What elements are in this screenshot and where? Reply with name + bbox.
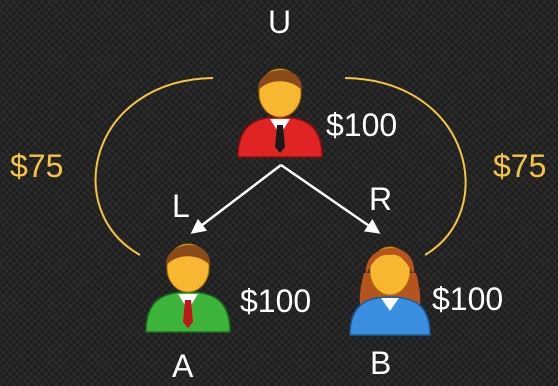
right-arc-amount: $75 — [493, 148, 547, 184]
edge-to-left — [190, 164, 282, 234]
right-node-label: B — [370, 345, 392, 381]
left-edge-label: L — [172, 188, 190, 224]
left-arc-amount: $75 — [10, 148, 64, 184]
left-node-label: A — [172, 348, 194, 384]
top-node-label: U — [268, 4, 292, 40]
right-node-amount: $100 — [432, 281, 504, 317]
edge-to-right — [280, 163, 381, 234]
left-arc — [94, 77, 214, 256]
businessman-red-icon — [237, 68, 323, 158]
right-edge-label: R — [369, 181, 393, 217]
businesswoman-blue-icon — [349, 246, 431, 336]
top-node-amount: $100 — [326, 107, 398, 143]
right-arc — [344, 77, 467, 256]
left-node-amount: $100 — [240, 283, 312, 319]
businessman-green-icon — [145, 243, 231, 333]
